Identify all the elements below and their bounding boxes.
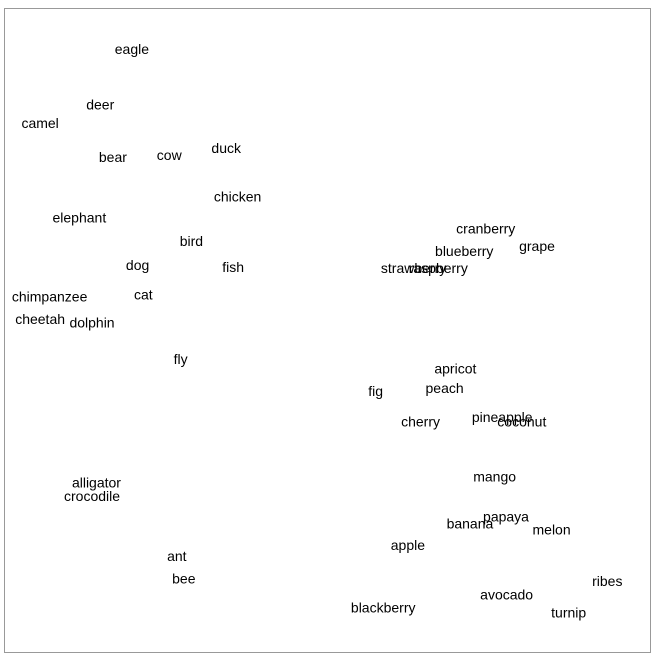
point-label-strawberry: strawberry [381,260,446,276]
point-label-cat: cat [134,287,153,303]
point-label-dog: dog [126,257,149,273]
point-label-cherry: cherry [401,413,440,429]
point-label-bee: bee [172,570,196,586]
point-label-mango: mango [473,468,516,484]
point-label-duck: duck [211,140,242,156]
point-label-fly: fly [174,351,188,367]
point-label-papaya: papaya [483,509,529,525]
point-label-blackberry: blackberry [351,600,416,616]
point-label-apricot: apricot [434,360,476,376]
plot-frame: eagle deer camel bear cow duck chicken elephant… [4,8,651,653]
point-label-cheetah: cheetah [15,311,65,327]
point-label-bird: bird [180,233,203,249]
point-label-avocado: avocado [480,586,533,602]
point-label-melon: melon [533,521,571,537]
point-label-turnip: turnip [551,605,586,621]
point-label-cow: cow [157,147,183,163]
point-label-coconut: coconut [497,413,546,429]
point-label-grape: grape [519,238,555,254]
point-label-fig: fig [368,383,383,399]
point-label-pineapple: pineapple [472,409,533,425]
point-label-raspberry: raspberry [409,260,468,276]
point-label-chimpanzee: chimpanzee [12,288,88,304]
point-label-deer: deer [86,97,114,113]
point-label-chicken: chicken [214,189,261,205]
point-label-crocodile: crocodile [64,488,120,504]
scatter-plot: eagle deer camel bear cow duck chicken elephant… [12,41,623,621]
point-label-eagle: eagle [115,41,149,57]
point-label-ant: ant [167,548,187,564]
point-label-dolphin: dolphin [69,314,114,330]
point-label-elephant: elephant [53,210,107,226]
point-label-ribes: ribes [592,573,622,589]
point-label-peach: peach [426,380,464,396]
point-label-blueberry: blueberry [435,243,493,259]
point-label-cranberry: cranberry [456,220,515,236]
point-label-banana: banana [447,516,494,532]
point-label-bear: bear [99,149,127,165]
point-label-apple: apple [391,537,425,553]
point-label-fish: fish [222,259,244,275]
point-label-alligator: alligator [72,475,121,491]
point-label-camel: camel [21,115,58,131]
